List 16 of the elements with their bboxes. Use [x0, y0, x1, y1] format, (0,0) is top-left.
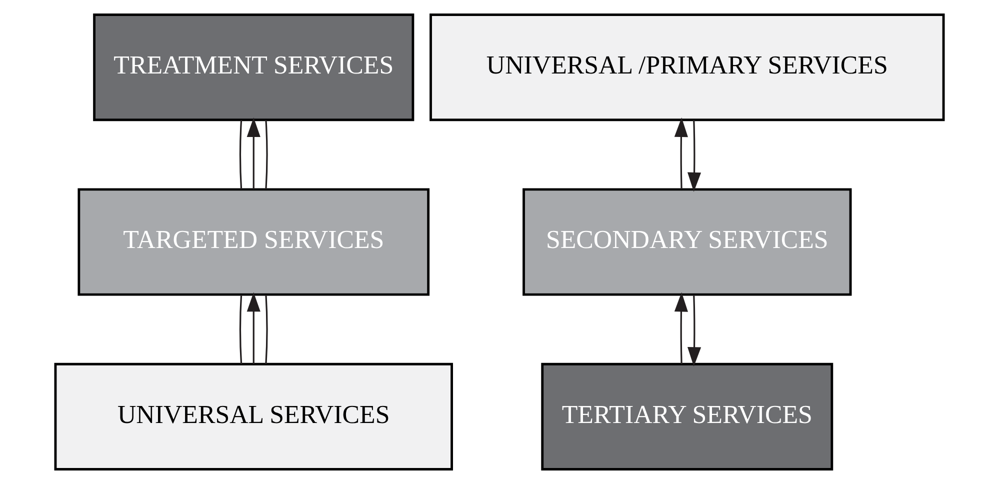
- arrow: [246, 118, 260, 190]
- node-box: UNIVERSAL SERVICES: [54, 362, 452, 470]
- node-box: TARGETED SERVICES: [77, 188, 430, 296]
- node-box: SECONDARY SERVICES: [522, 188, 852, 296]
- node-box: TREATMENT SERVICES: [92, 14, 414, 122]
- connector: [238, 120, 242, 190]
- arrow: [686, 294, 701, 367]
- arrow: [674, 292, 688, 364]
- connector: [238, 294, 242, 364]
- node-box: TERTIARY SERVICES: [540, 362, 833, 470]
- arrow: [686, 120, 701, 192]
- arrow: [246, 292, 260, 364]
- arrow: [674, 118, 688, 190]
- connector: [264, 294, 268, 364]
- node-box: UNIVERSAL /PRIMARY SERVICES: [429, 14, 944, 122]
- connector: [264, 120, 268, 190]
